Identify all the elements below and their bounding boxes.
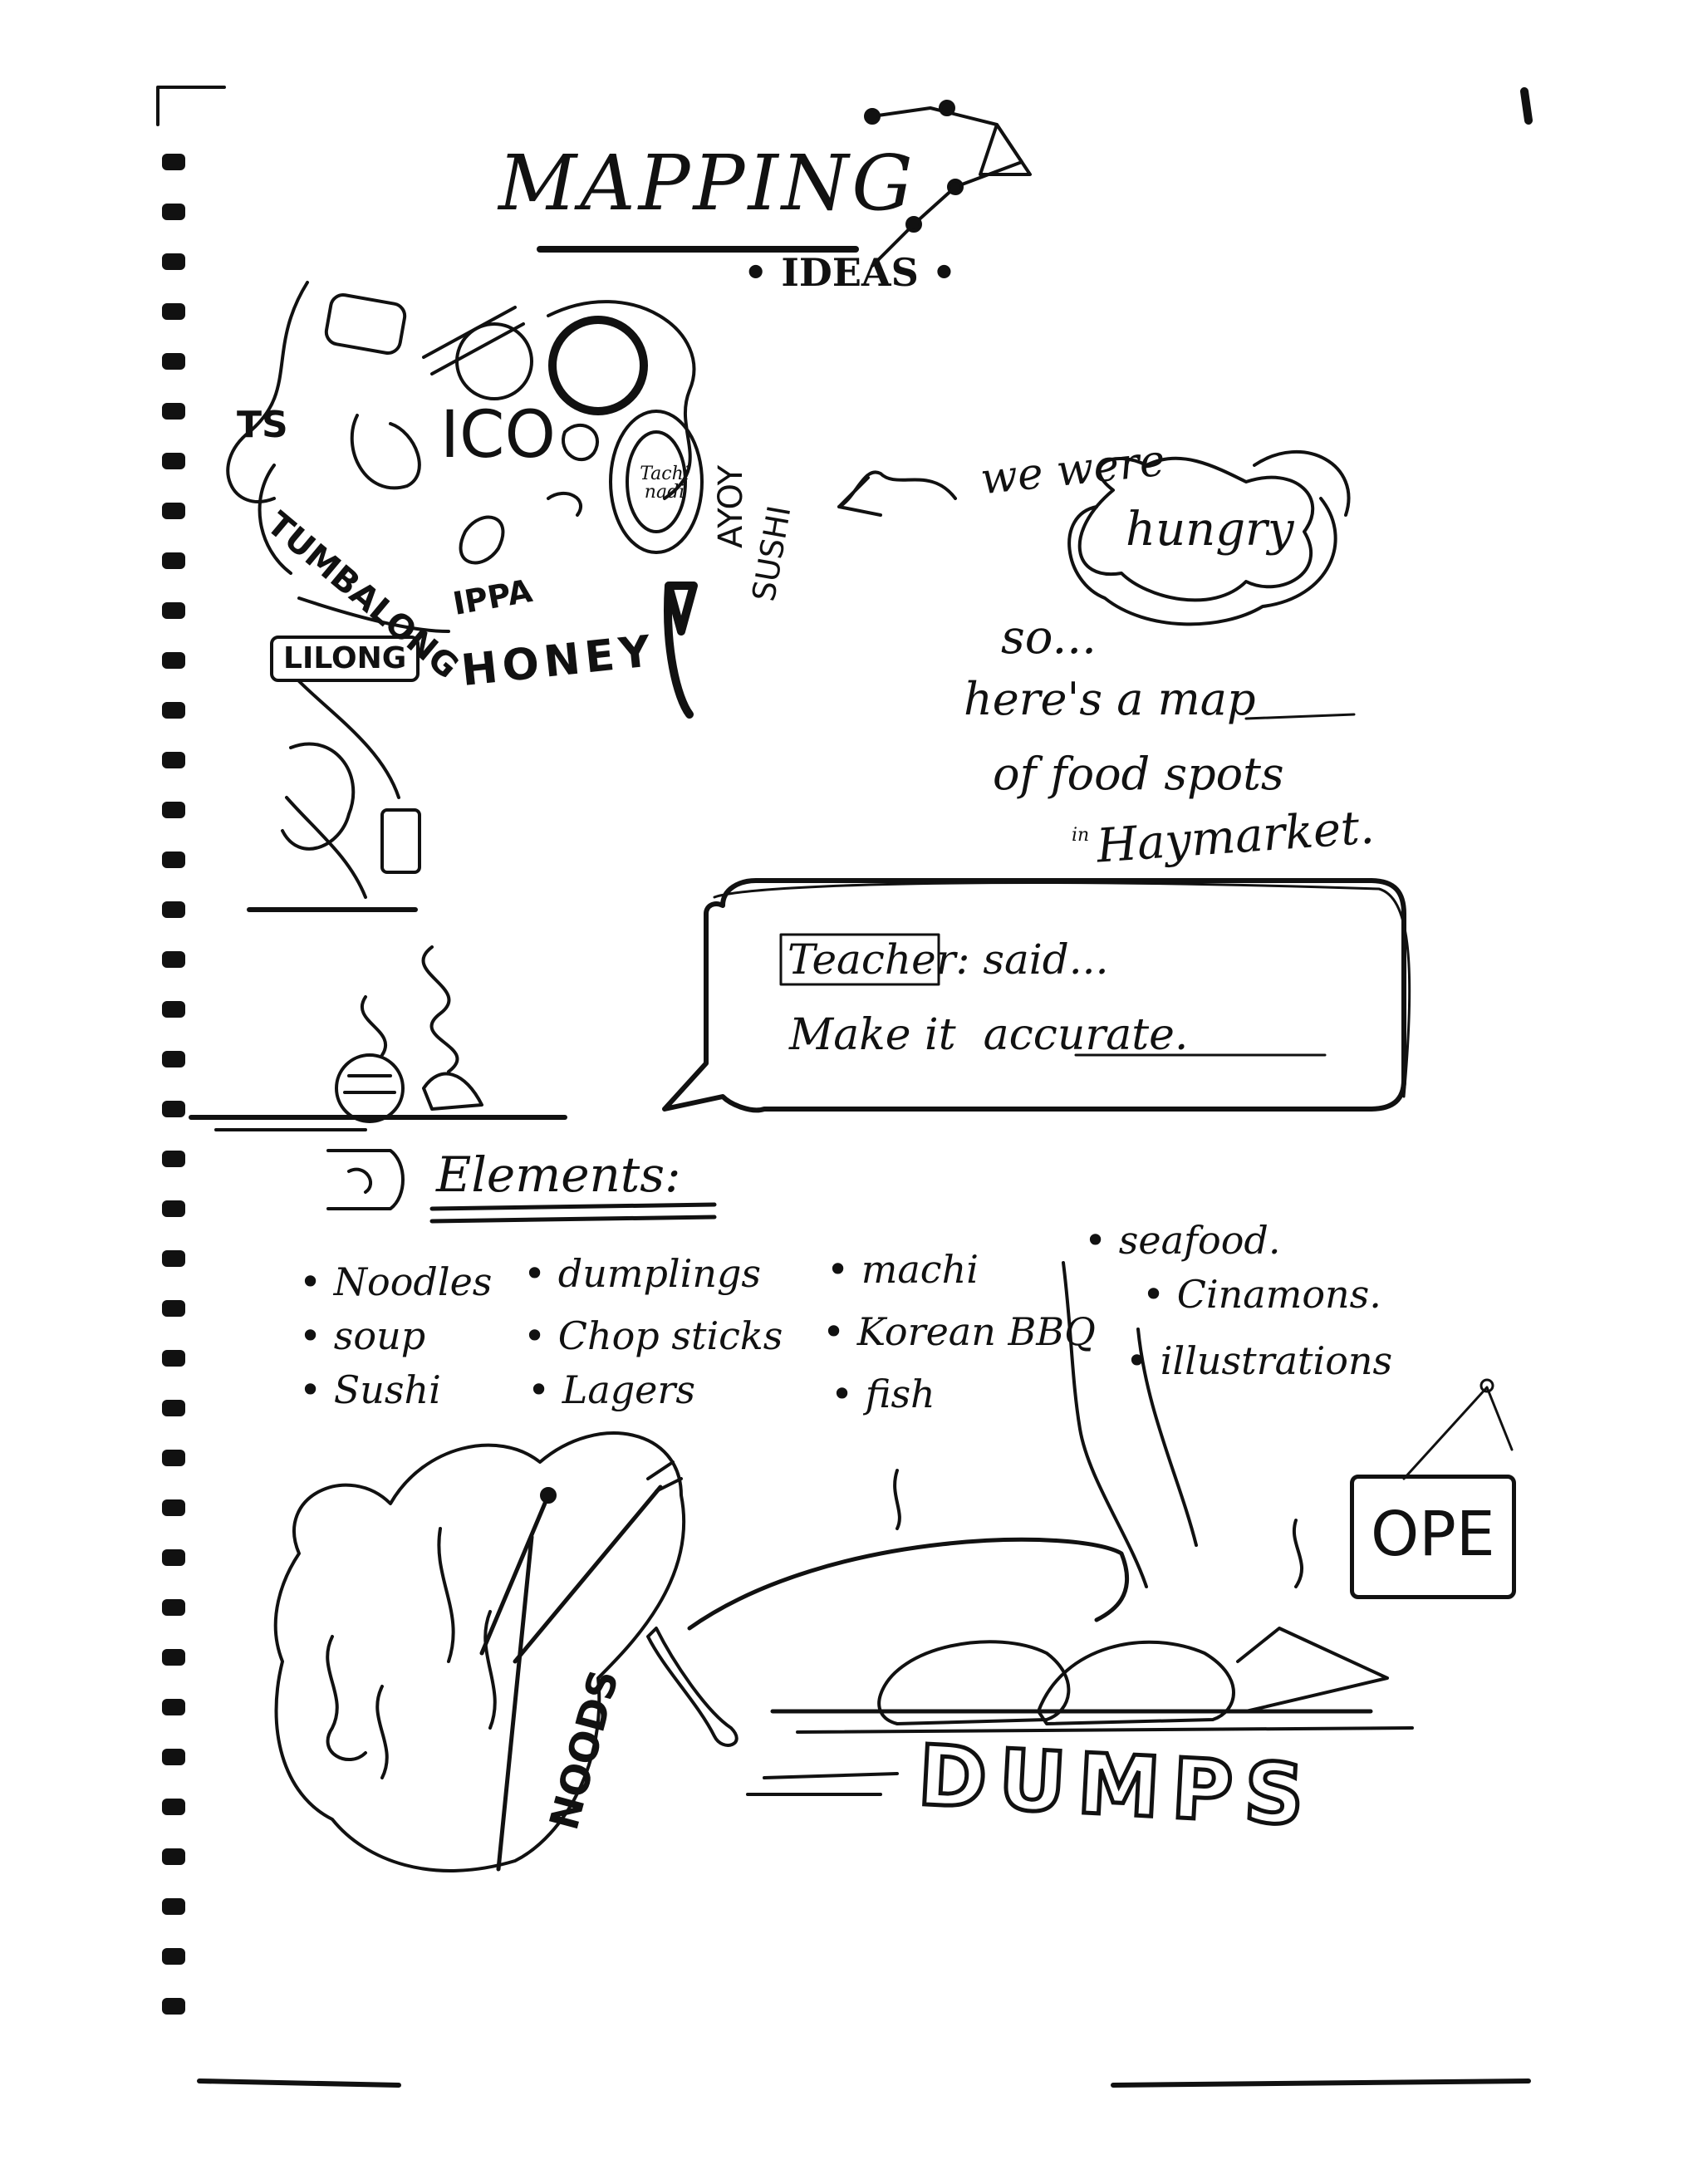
- note-line-food-spots: of food spots: [993, 748, 1284, 800]
- note-in: in: [1072, 825, 1090, 846]
- element-seafood: seafood.: [1118, 1218, 1281, 1263]
- dumps-label: DUMPS: [914, 1725, 1321, 1847]
- element-chop-sticks: Chop sticks: [557, 1313, 783, 1358]
- page-subtitle: • IDEAS •: [743, 250, 957, 295]
- element-item: • Lagers: [528, 1367, 696, 1412]
- hungry-cloud-doodle: [1067, 449, 1351, 626]
- teacher-box: [779, 933, 940, 986]
- note-map-word: map: [1157, 673, 1256, 725]
- page-bottom-right-edge: [1111, 2078, 1531, 2088]
- element-item: • illustrations: [1126, 1338, 1393, 1383]
- element-item: • soup: [299, 1313, 426, 1358]
- element-item: • Sushi: [299, 1367, 441, 1412]
- elements-heading-underline: [429, 1202, 717, 1224]
- spiral-binding: [162, 154, 185, 2015]
- element-item: • machi: [827, 1247, 979, 1292]
- open-sign-text: OPE: [1371, 1499, 1495, 1570]
- element-item: • Chop sticks: [523, 1313, 783, 1358]
- speech-bubble: [662, 878, 1411, 1113]
- element-korean-bbq: Korean BBQ: [856, 1309, 1096, 1354]
- element-lagers: Lagers: [562, 1367, 696, 1412]
- collage-label-ts: TS: [237, 404, 288, 446]
- speech-accurate: accurate.: [983, 1010, 1189, 1060]
- element-item: • fish: [831, 1372, 935, 1416]
- speech-line-2: Make it accurate.: [789, 1013, 1188, 1057]
- constellation-doodle: [864, 100, 1032, 267]
- collage-label-yayoi: AYOY: [712, 464, 750, 548]
- element-item: • Noodles: [299, 1259, 493, 1304]
- arrow-to-collage: [837, 470, 957, 517]
- note-heres-a: here's a: [964, 673, 1144, 725]
- steaming-bowl-doodle: [189, 945, 567, 1131]
- elements-heading: Elements:: [436, 1146, 681, 1203]
- dumpling-doodle: [646, 1261, 1414, 1747]
- collage-label-icon-word: ICO: [440, 398, 556, 473]
- food-collage-doodle: [226, 281, 704, 912]
- element-item: • Korean BBQ: [822, 1309, 1096, 1354]
- speech-make-it: Make it: [789, 1010, 956, 1060]
- note-line-so: so...: [1001, 611, 1097, 665]
- open-sign: [1350, 1475, 1516, 1599]
- noodle-cloud-doodle: [273, 1431, 686, 1872]
- element-item: • dumplings: [523, 1251, 762, 1296]
- speech-said: : said...: [955, 935, 1109, 984]
- page-bottom-left-edge: [197, 2078, 401, 2088]
- speech-speaker: Teacher: [788, 935, 956, 984]
- page-title: MAPPING: [498, 139, 916, 228]
- element-dumplings: dumplings: [557, 1251, 762, 1296]
- page-corner-top-left: [156, 86, 226, 126]
- element-illustrations: illustrations: [1160, 1338, 1393, 1383]
- element-noodles: Noodles: [333, 1259, 493, 1304]
- speech-line-1: Teacher: said...: [788, 939, 1108, 980]
- elements-icon-doodle: [326, 1149, 405, 1210]
- collage-label-tachi: Tachi nadi: [640, 464, 689, 503]
- element-sushi: Sushi: [333, 1367, 441, 1412]
- map-underline: [1244, 713, 1356, 720]
- open-sign-string: [1402, 1386, 1514, 1480]
- element-item: • Cinamons.: [1142, 1272, 1381, 1317]
- note-line-heres-a-map: here's a map: [964, 677, 1256, 722]
- element-cinamons: Cinamons.: [1176, 1272, 1381, 1317]
- dumps-underline: [746, 1772, 899, 1796]
- collage-label-lilong: LILONG: [270, 636, 420, 682]
- element-item: • seafood.: [1084, 1218, 1281, 1263]
- element-machi: machi: [861, 1247, 979, 1292]
- element-fish: fish: [865, 1372, 935, 1416]
- note-line-hungry: hungry: [1126, 503, 1294, 557]
- element-soup: soup: [333, 1313, 426, 1358]
- page-corner-top-right: [1520, 87, 1533, 125]
